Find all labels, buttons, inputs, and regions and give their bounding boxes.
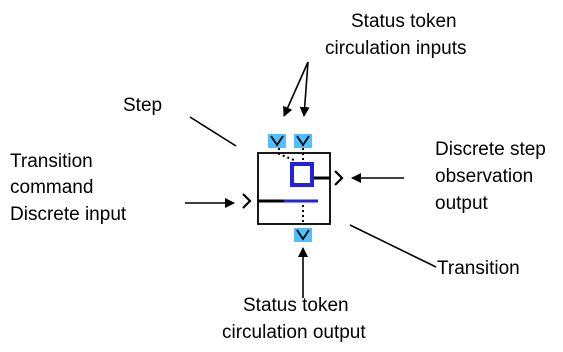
label-status-output-line2: circulation output — [222, 322, 366, 343]
label-transition-command-line1: Transition — [10, 151, 93, 172]
token-input-links — [278, 148, 304, 161]
arrow-to-input-connector-right — [299, 61, 310, 117]
label-step: Step — [123, 95, 162, 116]
chevron-down-icon — [296, 135, 310, 147]
transition-pointer-line — [349, 224, 437, 268]
pointer-lines — [185, 61, 437, 298]
label-transition-command-line2: command — [10, 177, 93, 198]
arrow-to-input-connector-left — [283, 61, 309, 117]
label-status-inputs-line1: Status token — [351, 11, 457, 32]
input-connector-right[interactable] — [294, 134, 312, 148]
chevron-down-icon — [296, 229, 310, 241]
label-status-output-line1: Status token — [243, 295, 349, 316]
discrete-input-pin[interactable] — [242, 193, 252, 209]
step-pointer-line — [189, 116, 237, 147]
observation-output-pin[interactable] — [334, 170, 344, 186]
label-status-inputs-line2: circulation inputs — [325, 38, 467, 59]
label-observation-line2: observation — [435, 166, 533, 187]
step-marker — [290, 162, 314, 187]
label-transition-command-line3: Discrete input — [10, 204, 127, 225]
output-connector[interactable] — [294, 228, 312, 242]
input-connector-left[interactable] — [268, 134, 286, 148]
label-observation-line1: Discrete step — [435, 139, 546, 160]
label-transition: Transition — [437, 258, 520, 279]
label-observation-line3: output — [435, 193, 489, 214]
chevron-down-icon — [270, 135, 284, 147]
